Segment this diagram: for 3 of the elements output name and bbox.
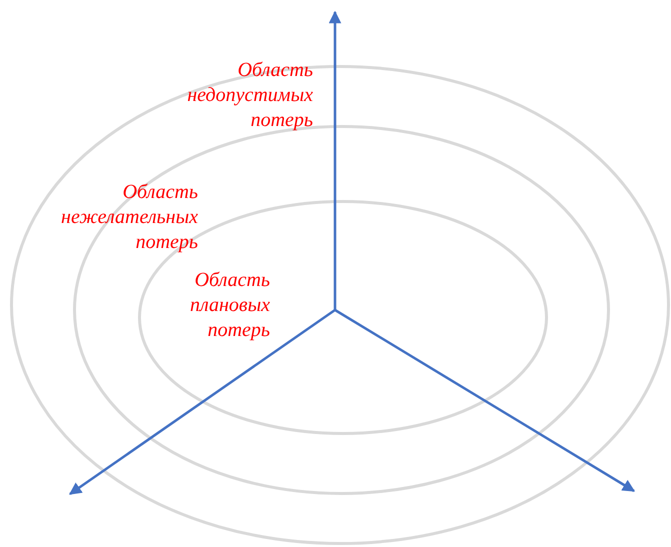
region-label: Область нежелательных потерь bbox=[60, 180, 198, 255]
region-label: Область недопустимых потерь bbox=[186, 58, 313, 133]
region-label: Область плановых потерь bbox=[189, 268, 270, 343]
